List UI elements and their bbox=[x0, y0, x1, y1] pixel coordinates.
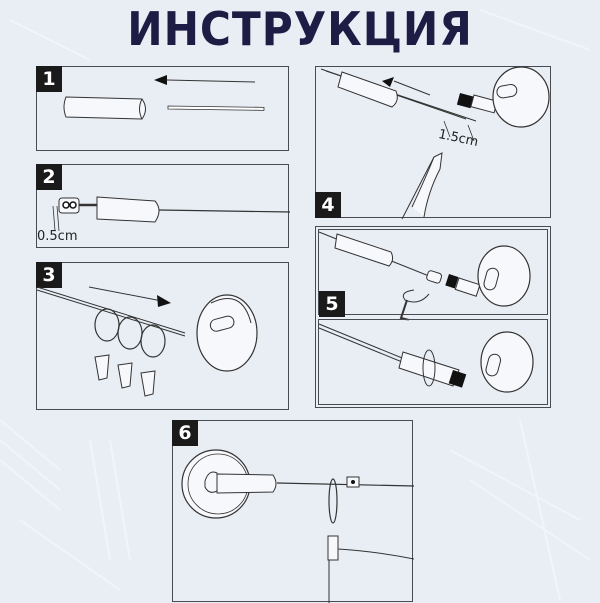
step-2-panel: 2 0.5cm bbox=[36, 164, 289, 248]
step-1-badge: 1 bbox=[36, 66, 62, 92]
step-4-badge: 4 bbox=[315, 192, 341, 218]
step-3-illustration bbox=[37, 263, 290, 411]
step-2-badge: 2 bbox=[36, 164, 62, 190]
step-4-illustration bbox=[316, 67, 552, 219]
step-5-bottom-subpanel bbox=[318, 319, 548, 405]
step-5a-illustration bbox=[319, 230, 549, 316]
step-5-top-subpanel bbox=[318, 229, 548, 315]
step-6-illustration bbox=[173, 421, 414, 603]
step-6-panel: 6 bbox=[172, 420, 413, 602]
step-1-panel: 1 bbox=[36, 66, 289, 151]
step-3-badge: 3 bbox=[36, 262, 62, 288]
step-4-panel: 4 1.5cm bbox=[315, 66, 551, 218]
step-5b-illustration bbox=[319, 320, 549, 406]
step-1-illustration bbox=[37, 75, 290, 152]
step-2-illustration bbox=[37, 165, 290, 249]
step-2-measure-label: 0.5cm bbox=[37, 229, 78, 244]
page-title: ИНСТРУКЦИЯ bbox=[127, 2, 473, 56]
step-6-badge: 6 bbox=[172, 420, 198, 446]
step-5-badge: 5 bbox=[319, 291, 345, 317]
step-3-panel: 3 bbox=[36, 262, 289, 410]
step-5-panel: 5 bbox=[315, 226, 551, 408]
